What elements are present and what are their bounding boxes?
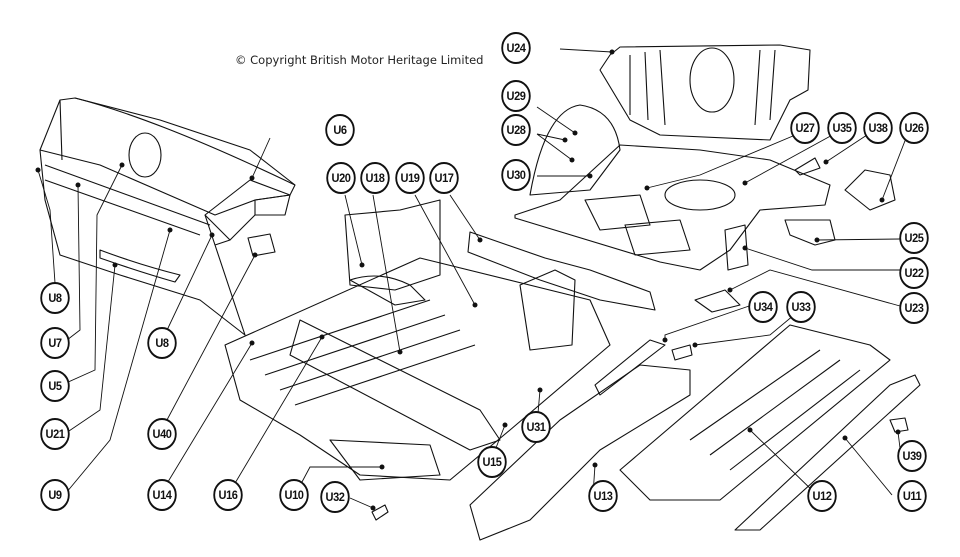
main-floor-drawing <box>224 199 656 481</box>
callout-u10[interactable]: U10 <box>279 479 309 511</box>
copyright-notice: © Copyright British Motor Heritage Limit… <box>235 53 484 67</box>
callout-u40[interactable]: U40 <box>147 418 177 450</box>
callout-u26[interactable]: U26 <box>899 112 929 144</box>
callout-u21[interactable]: U21 <box>40 418 70 450</box>
callout-u25[interactable]: U25 <box>899 222 929 254</box>
u25-part <box>784 219 836 246</box>
callout-u18[interactable]: U18 <box>360 162 390 194</box>
u22-panel <box>724 224 749 271</box>
callout-u34[interactable]: U34 <box>748 291 778 323</box>
callout-u27[interactable]: U27 <box>790 112 820 144</box>
callout-u17[interactable]: U17 <box>429 162 459 194</box>
callout-u39[interactable]: U39 <box>897 440 927 472</box>
callout-u11[interactable]: U11 <box>897 480 927 512</box>
callout-u22[interactable]: U22 <box>899 257 929 289</box>
callout-u24[interactable]: U24 <box>501 32 531 64</box>
callout-u29[interactable]: U29 <box>501 80 531 112</box>
tunnel-drawing <box>469 339 693 541</box>
callout-u20[interactable]: U20 <box>326 162 356 194</box>
callout-u7[interactable]: U7 <box>40 327 70 359</box>
u35-part <box>794 157 821 176</box>
callout-u5[interactable]: U5 <box>40 370 70 402</box>
callout-u15[interactable]: U15 <box>477 446 507 478</box>
callout-u31[interactable]: U31 <box>521 411 551 443</box>
callout-u38[interactable]: U38 <box>863 112 893 144</box>
callout-u32[interactable]: U32 <box>320 481 350 513</box>
front-bulkhead-drawing <box>39 97 296 336</box>
callout-u19[interactable]: U19 <box>395 162 425 194</box>
rear-heelboard-drawing <box>599 44 811 141</box>
u26-part <box>844 169 896 211</box>
rear-floor-drawing <box>514 104 831 271</box>
callout-u16[interactable]: U16 <box>213 479 243 511</box>
callout-u28[interactable]: U28 <box>501 114 531 146</box>
callout-u13[interactable]: U13 <box>588 480 618 512</box>
callout-u8-right[interactable]: U8 <box>147 327 177 359</box>
callout-u8-left[interactable]: U8 <box>40 282 70 314</box>
callout-u9[interactable]: U9 <box>40 479 70 511</box>
callout-u33[interactable]: U33 <box>786 291 816 323</box>
callout-u6[interactable]: U6 <box>325 114 355 146</box>
callout-u14[interactable]: U14 <box>147 479 177 511</box>
side-floor-drawing <box>619 324 921 531</box>
callout-u30[interactable]: U30 <box>501 159 531 191</box>
callout-u23[interactable]: U23 <box>899 292 929 324</box>
callout-u12[interactable]: U12 <box>807 480 837 512</box>
u23-bracket <box>694 289 741 313</box>
callout-u35[interactable]: U35 <box>827 112 857 144</box>
